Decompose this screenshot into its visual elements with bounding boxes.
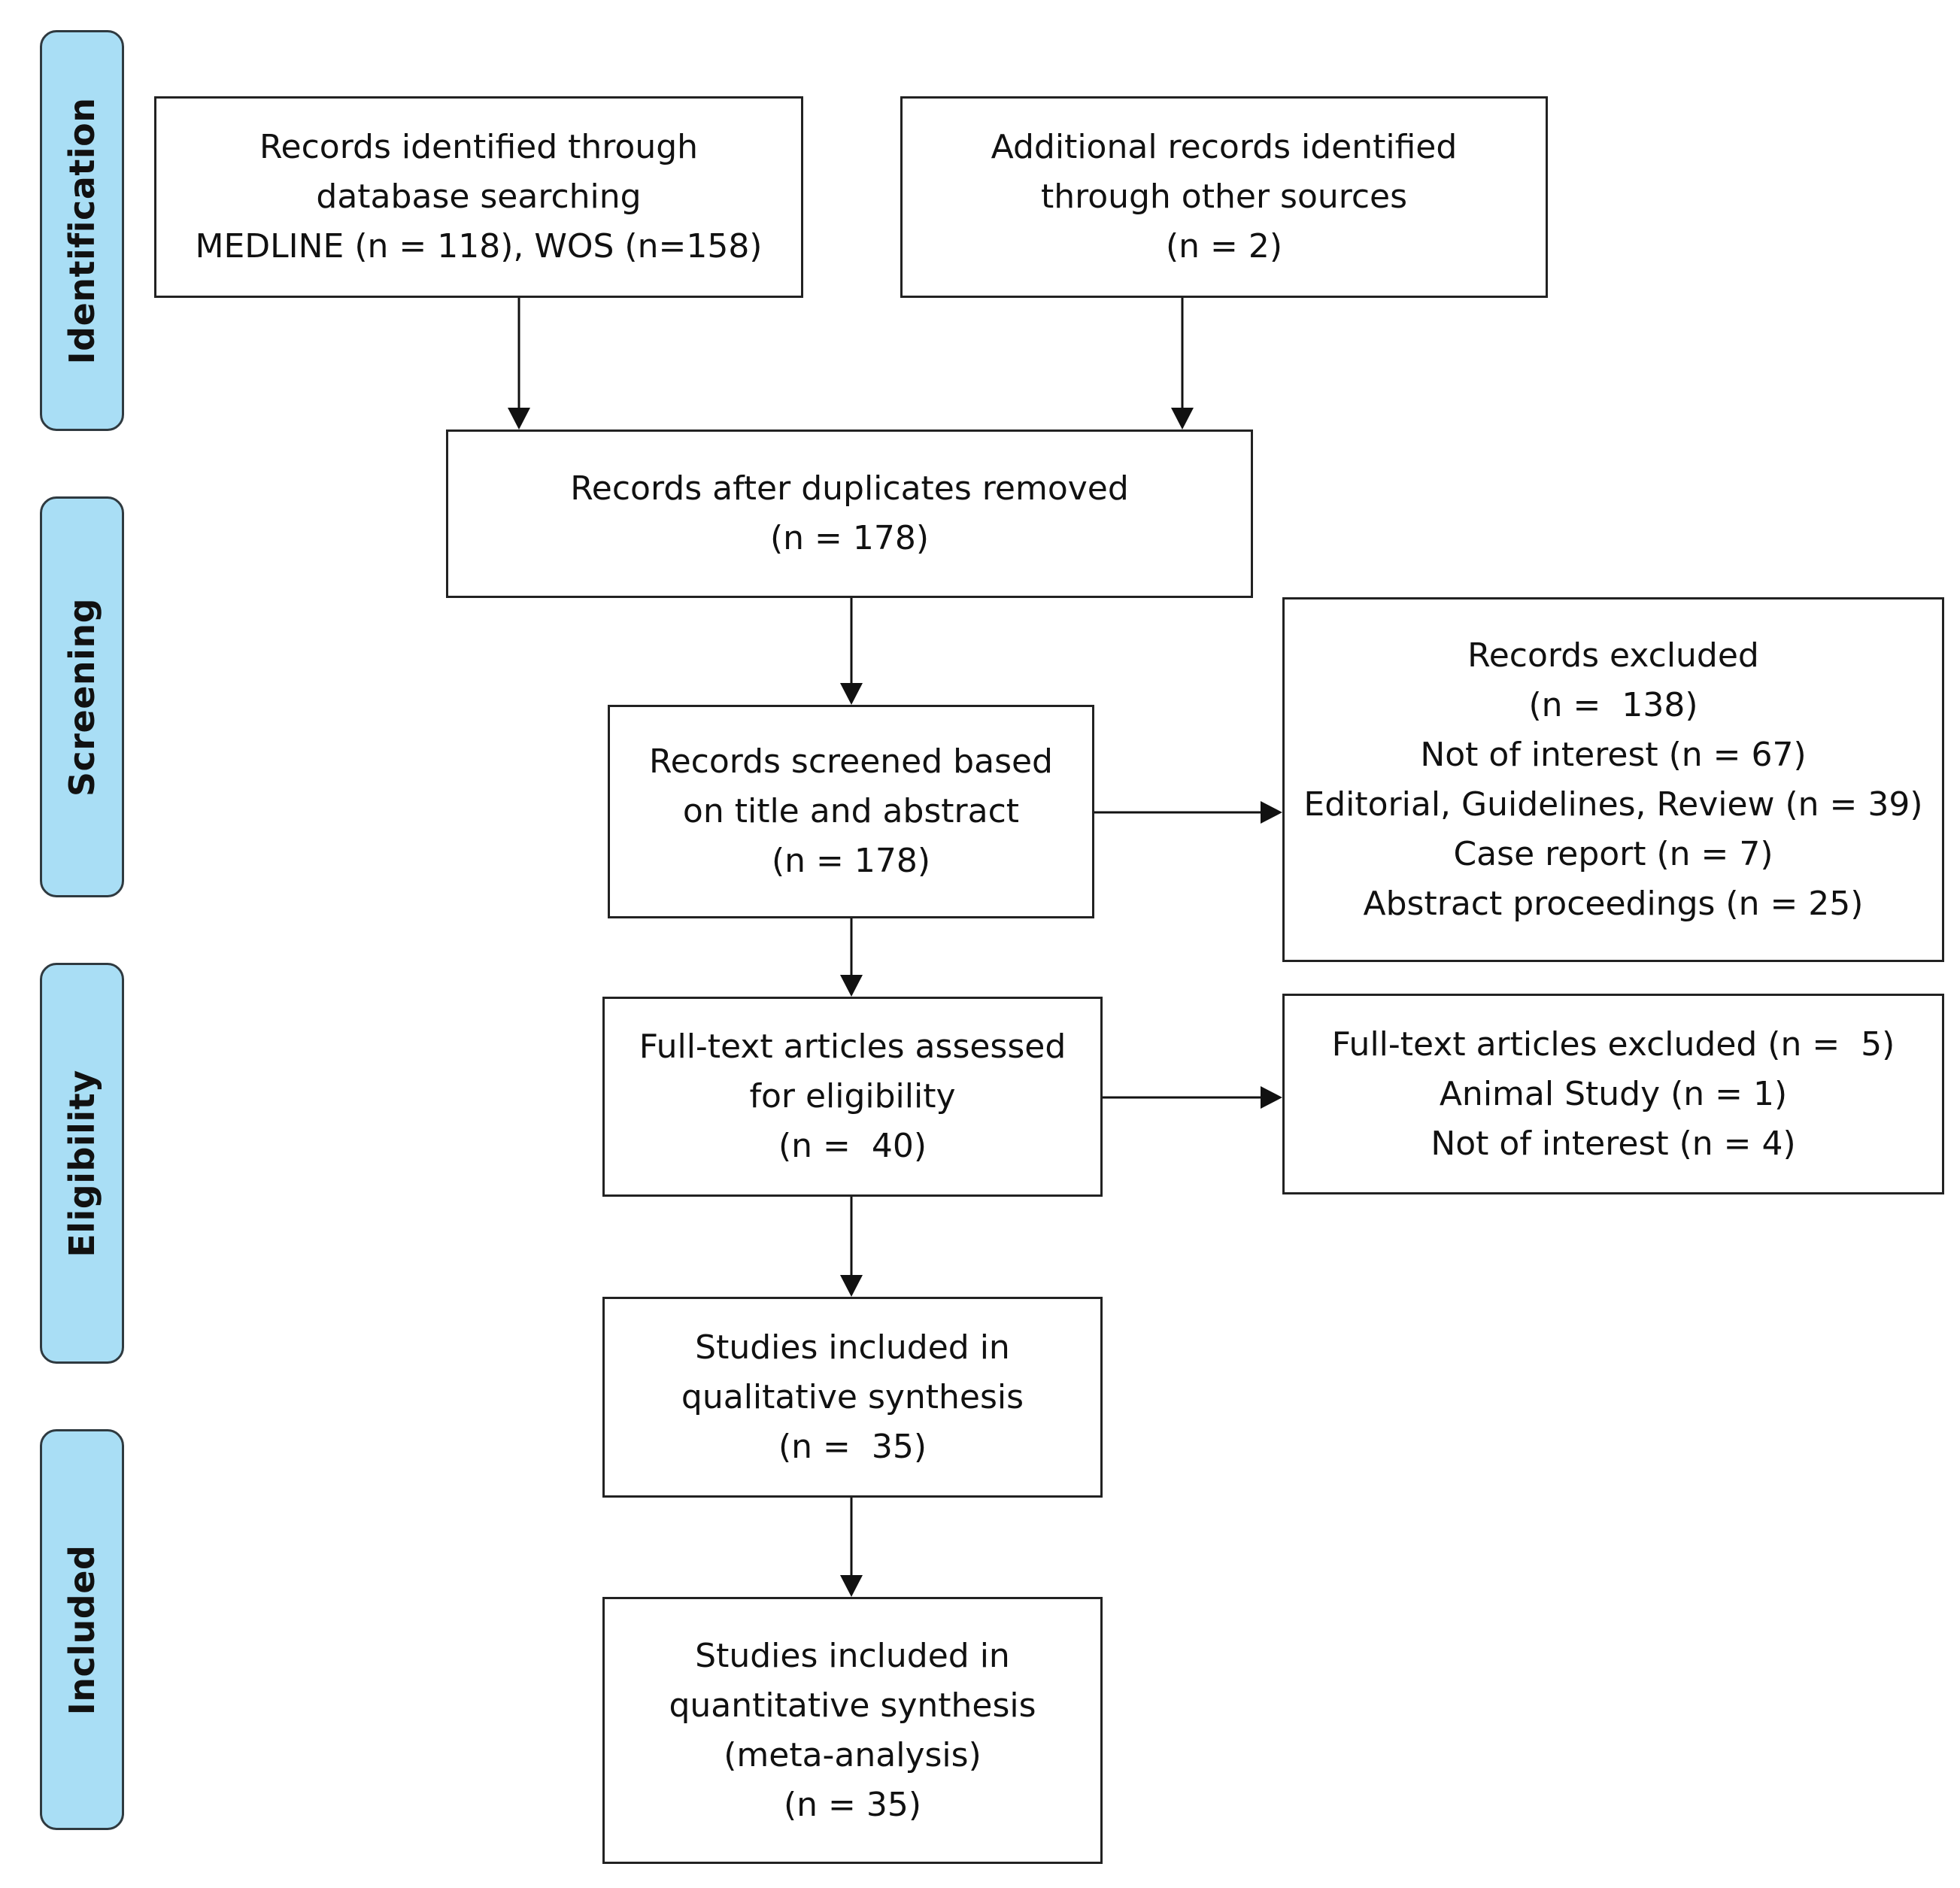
arrowhead-qualitative-to-quantitative (840, 1575, 863, 1597)
arrowhead-fulltext-to-excluded (1261, 1086, 1282, 1109)
box-line: Case report (n = 7) (1453, 834, 1773, 873)
phase-identification: Identification (40, 30, 124, 431)
box-line: Records after duplicates removed (570, 469, 1129, 508)
phase-screening: Screening (40, 496, 124, 897)
full-text-assessed-box: Full-text articles assessed for eligibil… (602, 997, 1103, 1197)
box-line: on title and abstract (682, 792, 1020, 830)
box-line: Editorial, Guidelines, Review (n = 39) (1303, 785, 1923, 824)
box-line: (n = 178) (771, 842, 931, 880)
box-line: Full-text articles assessed (639, 1027, 1066, 1066)
box-line: (n = 40) (778, 1127, 927, 1165)
arrowhead-other-to-dedup (1171, 408, 1194, 430)
box-line: qualitative synthesis (681, 1377, 1024, 1416)
quantitative-synthesis-box: Studies included in quantitative synthes… (602, 1597, 1103, 1864)
box-line: Records screened based (648, 742, 1053, 781)
after-duplicates-box: Records after duplicates removed (n = 17… (446, 430, 1253, 598)
box-line: Records excluded (1467, 636, 1759, 675)
arrowhead-screened-to-fulltext (840, 975, 863, 997)
box-line: Not of interest (n = 67) (1420, 735, 1807, 774)
records-excluded-box: Records excluded (n = 138) Not of intere… (1282, 597, 1944, 962)
box-line: (n = 35) (783, 1785, 922, 1824)
arrowhead-dedup-to-screened (840, 683, 863, 705)
box-line: MEDLINE (n = 118), WOS (n=158) (195, 227, 763, 266)
box-line: Animal Study (n = 1) (1439, 1074, 1788, 1113)
box-line: (n = 138) (1528, 685, 1698, 724)
box-line: Full-text articles excluded (n = 5) (1331, 1024, 1895, 1064)
phase-included: Included (40, 1429, 124, 1830)
box-line: Abstract proceedings (n = 25) (1363, 884, 1864, 923)
arrowhead-screened-to-excluded (1261, 801, 1282, 824)
box-line: (n = 35) (778, 1427, 927, 1466)
other-sources-box: Additional records identified through ot… (900, 96, 1548, 298)
box-line: through other sources (1040, 178, 1408, 216)
screened-box: Records screened based on title and abst… (608, 705, 1094, 918)
box-line: Not of interest (n = 4) (1431, 1124, 1796, 1163)
box-line: database searching (316, 178, 642, 216)
phase-eligibility: Eligibility (40, 963, 124, 1364)
arrowhead-database-to-dedup (508, 408, 530, 430)
box-line: (n = 2) (1165, 227, 1283, 266)
box-line: quantitative synthesis (669, 1686, 1036, 1725)
arrowhead-fulltext-to-qualitative (840, 1275, 863, 1297)
full-text-excluded-box: Full-text articles excluded (n = 5) Anim… (1282, 994, 1944, 1194)
box-line: Records identified through (259, 128, 699, 166)
box-line: Additional records identified (991, 128, 1458, 166)
box-line: (n = 178) (769, 519, 930, 557)
database-records-box: Records identified through database sear… (154, 96, 803, 298)
box-line: (meta-analysis) (724, 1735, 982, 1774)
box-line: Studies included in (695, 1636, 1010, 1675)
box-line: Studies included in (695, 1328, 1010, 1367)
qualitative-synthesis-box: Studies included in qualitative synthesi… (602, 1297, 1103, 1498)
box-line: for eligibility (749, 1077, 956, 1115)
